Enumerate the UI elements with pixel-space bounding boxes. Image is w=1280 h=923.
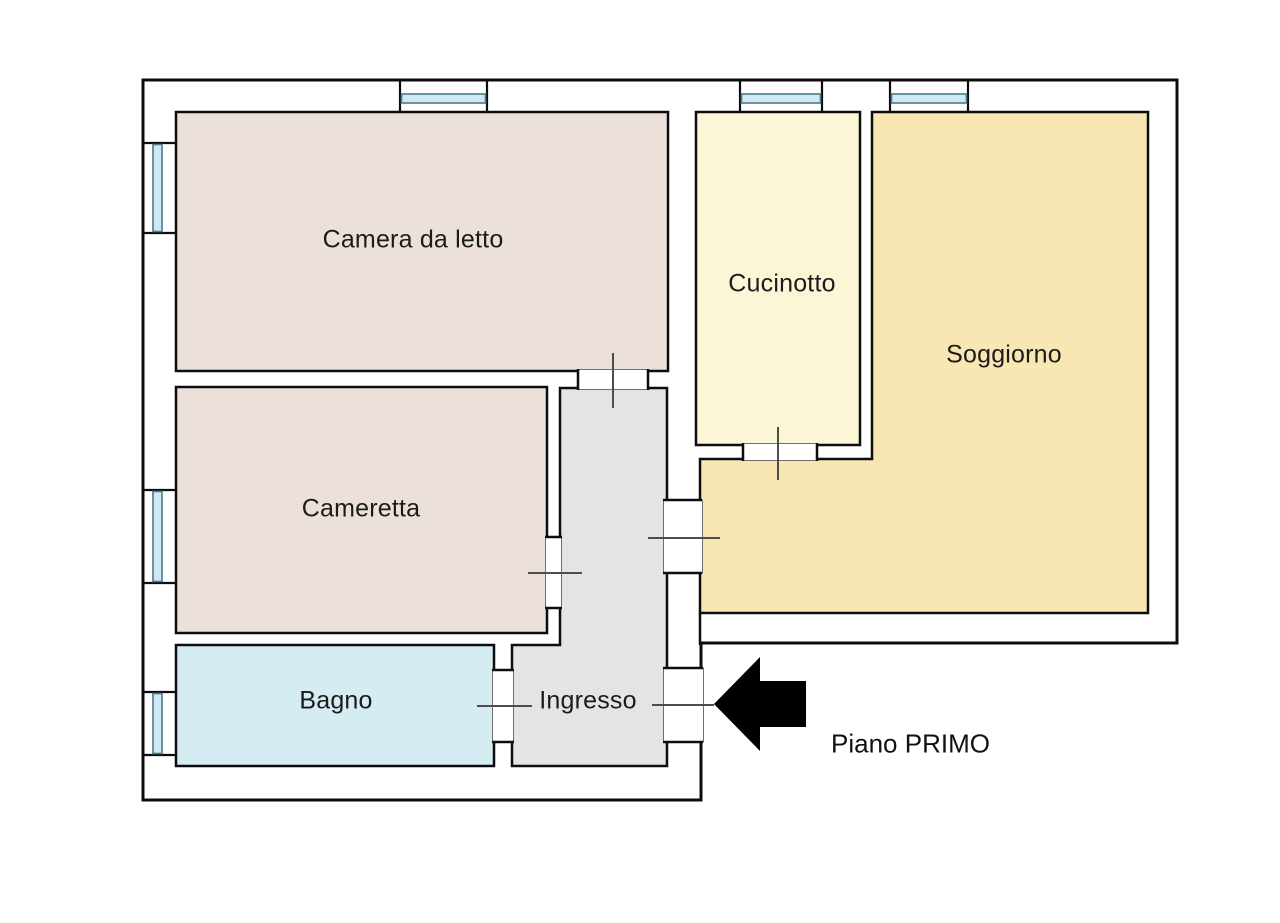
room-camera-da-letto (174, 110, 670, 373)
room-cameretta (174, 385, 549, 635)
window-top-camera (400, 93, 487, 104)
window-top-soggiorno (890, 93, 968, 104)
room-label-soggiorno: Soggiorno (946, 340, 1062, 369)
floor-label: Piano PRIMO (831, 728, 990, 759)
window-left-bagno (152, 692, 163, 755)
door-soggiorno (663, 499, 703, 574)
door-cucinotto (742, 443, 818, 461)
door-jambs (492, 369, 819, 744)
windows (152, 93, 968, 755)
window-jambs (143, 80, 970, 757)
window-left-camera (152, 143, 163, 233)
room-label-bagno: Bagno (299, 686, 373, 715)
entrance-arrow-icon (714, 657, 806, 751)
room-label-ingresso: Ingresso (539, 686, 637, 715)
room-cucinotto (694, 110, 862, 447)
room-label-cucinotto: Cucinotto (728, 269, 836, 298)
room-label-camera-da-letto: Camera da letto (322, 225, 504, 254)
door-markers (477, 353, 779, 707)
window-left-cameretta (152, 490, 163, 583)
window-top-cucinotto (740, 93, 822, 104)
room-bagno (174, 643, 496, 768)
room-ingresso (510, 386, 669, 768)
room-label-cameretta: Cameretta (301, 494, 421, 523)
